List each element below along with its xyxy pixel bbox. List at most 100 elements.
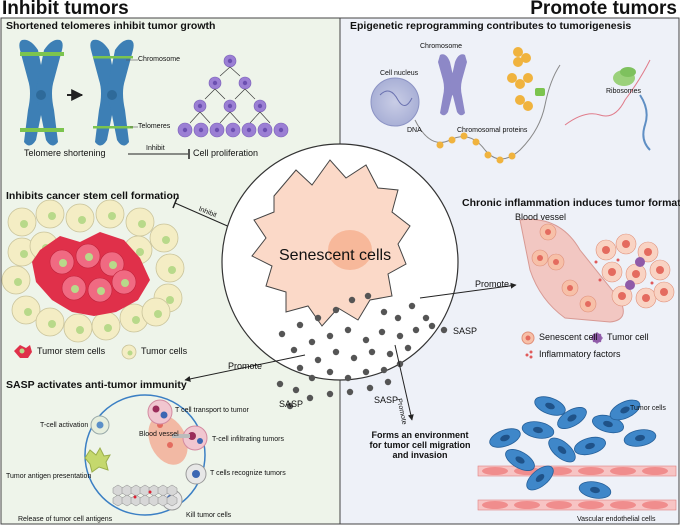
migrating-tumor-nucleus <box>535 474 545 482</box>
sasp-dot <box>350 354 358 362</box>
sasp-dot <box>290 346 298 354</box>
proliferation-cell-nucleus <box>182 127 188 133</box>
tcell-transport-label: T cell transport to tumor <box>175 407 249 414</box>
tcell-infiltrating-icon <box>172 425 208 451</box>
endothelial-cell <box>514 501 540 509</box>
tumor-cell-nucleus <box>48 320 56 328</box>
tumor-cell-nucleus <box>108 212 116 220</box>
migrating-tumor-nucleus <box>533 426 543 434</box>
chromosomal-proteins-label: Chromosomal proteins <box>457 127 528 134</box>
ribosomes-label: Ribosomes <box>606 88 642 95</box>
sasp-dot <box>344 326 352 334</box>
sasp-dot <box>404 344 412 352</box>
rna-helix <box>639 94 651 151</box>
tumor-cell-nucleus <box>136 248 144 256</box>
chromosomal-protein-beads <box>436 132 516 164</box>
vessel-senescent-nucleus <box>567 285 573 291</box>
antigen-cell <box>166 494 178 507</box>
endothelial-cell <box>642 501 668 509</box>
proliferation-branch <box>229 66 241 77</box>
legend-tumorcell-label: Tumor cell <box>607 332 649 342</box>
migrating-tumor-nucleus <box>567 414 577 422</box>
tcell-activation-icon <box>90 415 110 435</box>
telomere-panel-title: Shortened telomeres inhibit tumor growth <box>6 20 216 32</box>
sasp-dot <box>366 384 374 392</box>
sasp-dots <box>276 292 448 410</box>
chromosomal-protein-clusters <box>507 47 545 111</box>
proliferation-branch <box>199 111 211 124</box>
inflammatory-factor <box>650 281 654 285</box>
proliferation-cell-nucleus <box>214 127 220 133</box>
vessel-senescent-nucleus <box>585 301 591 307</box>
nucleus-dna-squiggle <box>379 90 413 106</box>
tumor-stem-cell-nucleus <box>59 259 67 267</box>
epigenetic-chromosome <box>438 54 467 116</box>
sasp-dot <box>396 332 404 340</box>
vessel-senescent-nucleus <box>545 229 551 235</box>
antigen-marker <box>133 495 137 499</box>
chromatin-bead <box>436 141 444 149</box>
sasp-label-bottom: SASP <box>374 395 399 405</box>
sasp-dot <box>396 360 404 368</box>
promote-right-label: Promote <box>475 279 510 289</box>
chromosome-left <box>19 39 64 146</box>
inflammation-senescent-nucleus <box>602 246 610 254</box>
tumor-antigen-cluster <box>112 484 178 507</box>
sasp-dot <box>276 380 284 388</box>
sasp-dot <box>326 332 334 340</box>
antigen-presentation-icon <box>84 446 111 473</box>
cell-nucleus-icon <box>370 77 420 127</box>
telomere-inhibit-label: Inhibit <box>146 145 165 152</box>
inflammation-senescent-nucleus <box>642 294 650 302</box>
inhibit-stem-bar <box>172 197 178 209</box>
migrating-tumor-nucleus <box>515 456 525 464</box>
sasp-dot <box>278 330 286 338</box>
chromatin-bead <box>484 151 492 159</box>
inflammation-senescent-nucleus <box>618 292 626 300</box>
tumor-cell-nucleus <box>76 326 84 334</box>
inflammation-senescent-nucleus <box>644 248 652 256</box>
tumor-stem-cell-nucleus <box>85 253 93 261</box>
sasp-dot <box>344 374 352 382</box>
proliferation-cell-nucleus <box>198 127 204 133</box>
sasp-dot <box>326 368 334 376</box>
chromatin-bead <box>508 152 516 160</box>
senescent-nucleus <box>328 230 372 270</box>
proliferation-branch <box>229 111 241 124</box>
proliferation-cell-nucleus <box>227 103 233 109</box>
tcells-recognize-icon <box>185 463 207 485</box>
proliferation-branch <box>249 111 261 124</box>
tcells-recognize-label: T cells recognize tumors <box>210 470 286 477</box>
endothelial-layers <box>477 465 677 511</box>
cell-nucleus-label: Cell nucleus <box>380 70 419 77</box>
sasp-dot <box>378 328 386 336</box>
proliferation-cell-nucleus <box>278 127 284 133</box>
sasp-dot <box>314 356 322 364</box>
tumor-stem-cell-nucleus <box>121 279 129 287</box>
sasp-label-left: SASP <box>279 399 304 409</box>
ribosome-icon <box>613 67 636 86</box>
legend-senescent-label: Senescent cell <box>539 332 598 342</box>
inflammation-senescent-nucleus <box>656 266 664 274</box>
sasp-dot <box>308 374 316 382</box>
legend-stem-label: Tumor stem cells <box>37 346 106 356</box>
endothelial-cell <box>546 501 572 509</box>
tumor-cell-nucleus <box>166 296 174 304</box>
tumor-cell-nucleus <box>162 236 170 244</box>
proliferation-cell-nucleus <box>227 58 233 64</box>
sasp-dot <box>286 402 294 410</box>
dna-label: DNA <box>407 127 422 134</box>
tumor-stem-cell-nucleus <box>97 287 105 295</box>
inflammation-senescent-nucleus <box>622 240 630 248</box>
inflammation-cells <box>531 223 675 313</box>
migrating-tumor-nucleus <box>635 434 645 442</box>
endothelial-cell <box>482 467 508 475</box>
header-inhibit: Inhibit tumors <box>2 0 129 19</box>
sasp-dot <box>368 348 376 356</box>
blood-vessel-label: Blood vessel <box>515 212 567 222</box>
sasp-dot <box>408 302 416 310</box>
sasp-dot <box>296 364 304 372</box>
environment-title-line2: for tumor cell migration <box>369 439 471 450</box>
tumor-cell-nucleus <box>24 308 32 316</box>
sasp-dot <box>332 306 340 314</box>
